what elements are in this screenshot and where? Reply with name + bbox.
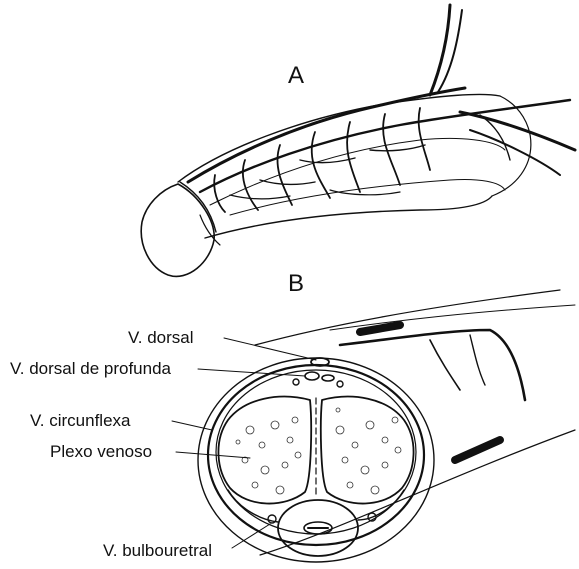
outer-vein-band-2	[455, 440, 500, 460]
corpus-lower	[230, 179, 505, 215]
section-fascia	[208, 365, 424, 545]
plexo-texture	[236, 408, 401, 494]
corpus-right	[321, 397, 414, 504]
shaft-outline-lower	[205, 196, 492, 238]
outer-vein-branch	[470, 335, 485, 385]
branch	[330, 190, 400, 195]
label-v-bulbouretral: V. bulbouretral	[103, 541, 212, 560]
panel-b-illustration	[198, 290, 575, 562]
label-v-dorsal-profunda: V. dorsal de profunda	[10, 359, 172, 378]
dorsal-vein-trunk	[188, 88, 465, 182]
body-outline-inner	[330, 305, 575, 330]
label-plexo-venoso: Plexo venoso	[50, 442, 152, 461]
panel-a-letter: A	[288, 62, 304, 89]
glans	[141, 184, 214, 276]
label-v-dorsal: V. dorsal	[128, 328, 194, 347]
panel-a-illustration	[141, 5, 575, 276]
ascending-vein	[430, 5, 450, 95]
panel-b-letter: B	[288, 270, 304, 297]
artery-left	[293, 379, 299, 385]
posterior-vein	[460, 112, 575, 150]
deep-dorsal-vessel-2	[322, 375, 334, 381]
branch	[230, 195, 290, 199]
branch	[370, 145, 425, 151]
branch	[260, 180, 315, 184]
circumflex-vessel-left	[228, 490, 278, 522]
outer-vein	[340, 330, 525, 400]
corpus-left	[218, 397, 311, 504]
body-outline-bottom	[260, 430, 575, 555]
deep-dorsal-vessel	[305, 372, 319, 380]
bulbo-vessel-left	[268, 515, 276, 523]
branch	[347, 122, 360, 192]
outer-vein-band	[360, 325, 400, 332]
outer-vein-branch	[430, 340, 460, 390]
label-v-circunflexa: V. circunflexa	[30, 411, 131, 430]
artery-right	[337, 381, 343, 387]
leader-plexo-venoso	[176, 452, 250, 458]
